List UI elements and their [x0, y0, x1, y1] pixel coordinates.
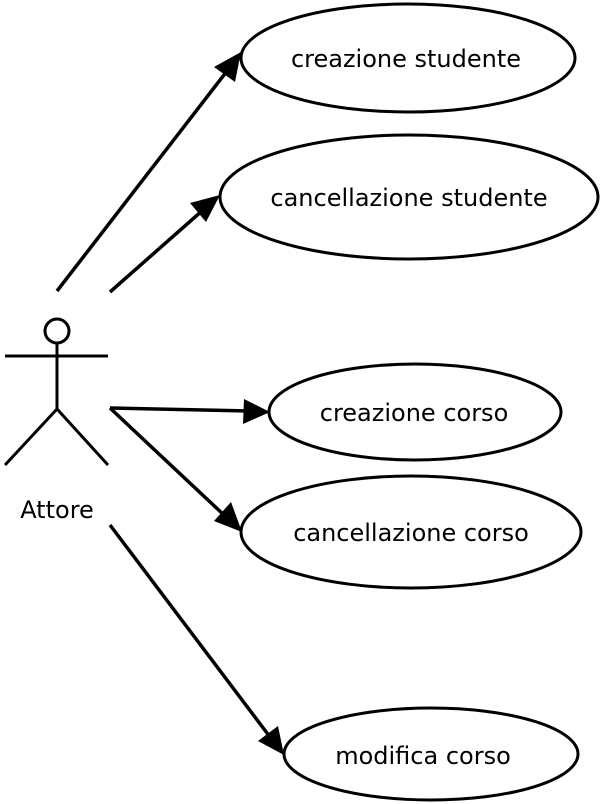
- use-case-creazione-studente: creazione studente: [239, 2, 577, 114]
- use-case-label: cancellazione studente: [270, 184, 547, 212]
- use-case-ellipse: [267, 362, 563, 462]
- arrowhead-creazione-studente: [214, 52, 241, 82]
- use-case-label: modifica corso: [335, 742, 511, 770]
- actor-left-leg: [3, 407, 59, 467]
- actor-figure: Attore: [3, 317, 110, 524]
- use-case-label: creazione studente: [291, 45, 521, 73]
- use-case-modifica-corso: modifica corso: [282, 706, 580, 802]
- associations: [55, 52, 284, 755]
- association-cancellazione-studente: [108, 208, 205, 294]
- use-case-cancellazione-corso: cancellazione corso: [239, 474, 583, 590]
- association-creazione-studente: [55, 69, 229, 293]
- use-case-ellipse: [239, 474, 583, 590]
- use-case-ellipse: [239, 2, 577, 114]
- use-case-label: cancellazione corso: [293, 519, 529, 547]
- association-cancellazione-corso: [108, 406, 227, 518]
- use-case-creazione-corso: creazione corso: [267, 362, 563, 462]
- use-case-label: creazione corso: [320, 399, 509, 427]
- association-creazione-corso: [109, 406, 251, 413]
- actor-head: [43, 317, 71, 345]
- actor-name: Attore: [20, 496, 94, 524]
- use-case-cancellazione-studente: cancellazione studente: [218, 133, 600, 261]
- arrowhead-modifica-corso: [258, 726, 284, 755]
- arrowhead-cancellazione-corso: [214, 502, 242, 532]
- actor-right-leg: [55, 407, 110, 467]
- association-modifica-corso: [108, 523, 272, 739]
- arrowhead-creazione-corso: [243, 399, 270, 424]
- use-case-ellipse: [282, 706, 580, 802]
- use-case-ellipse: [218, 133, 600, 261]
- arrowhead-cancellazione-studente: [190, 195, 220, 222]
